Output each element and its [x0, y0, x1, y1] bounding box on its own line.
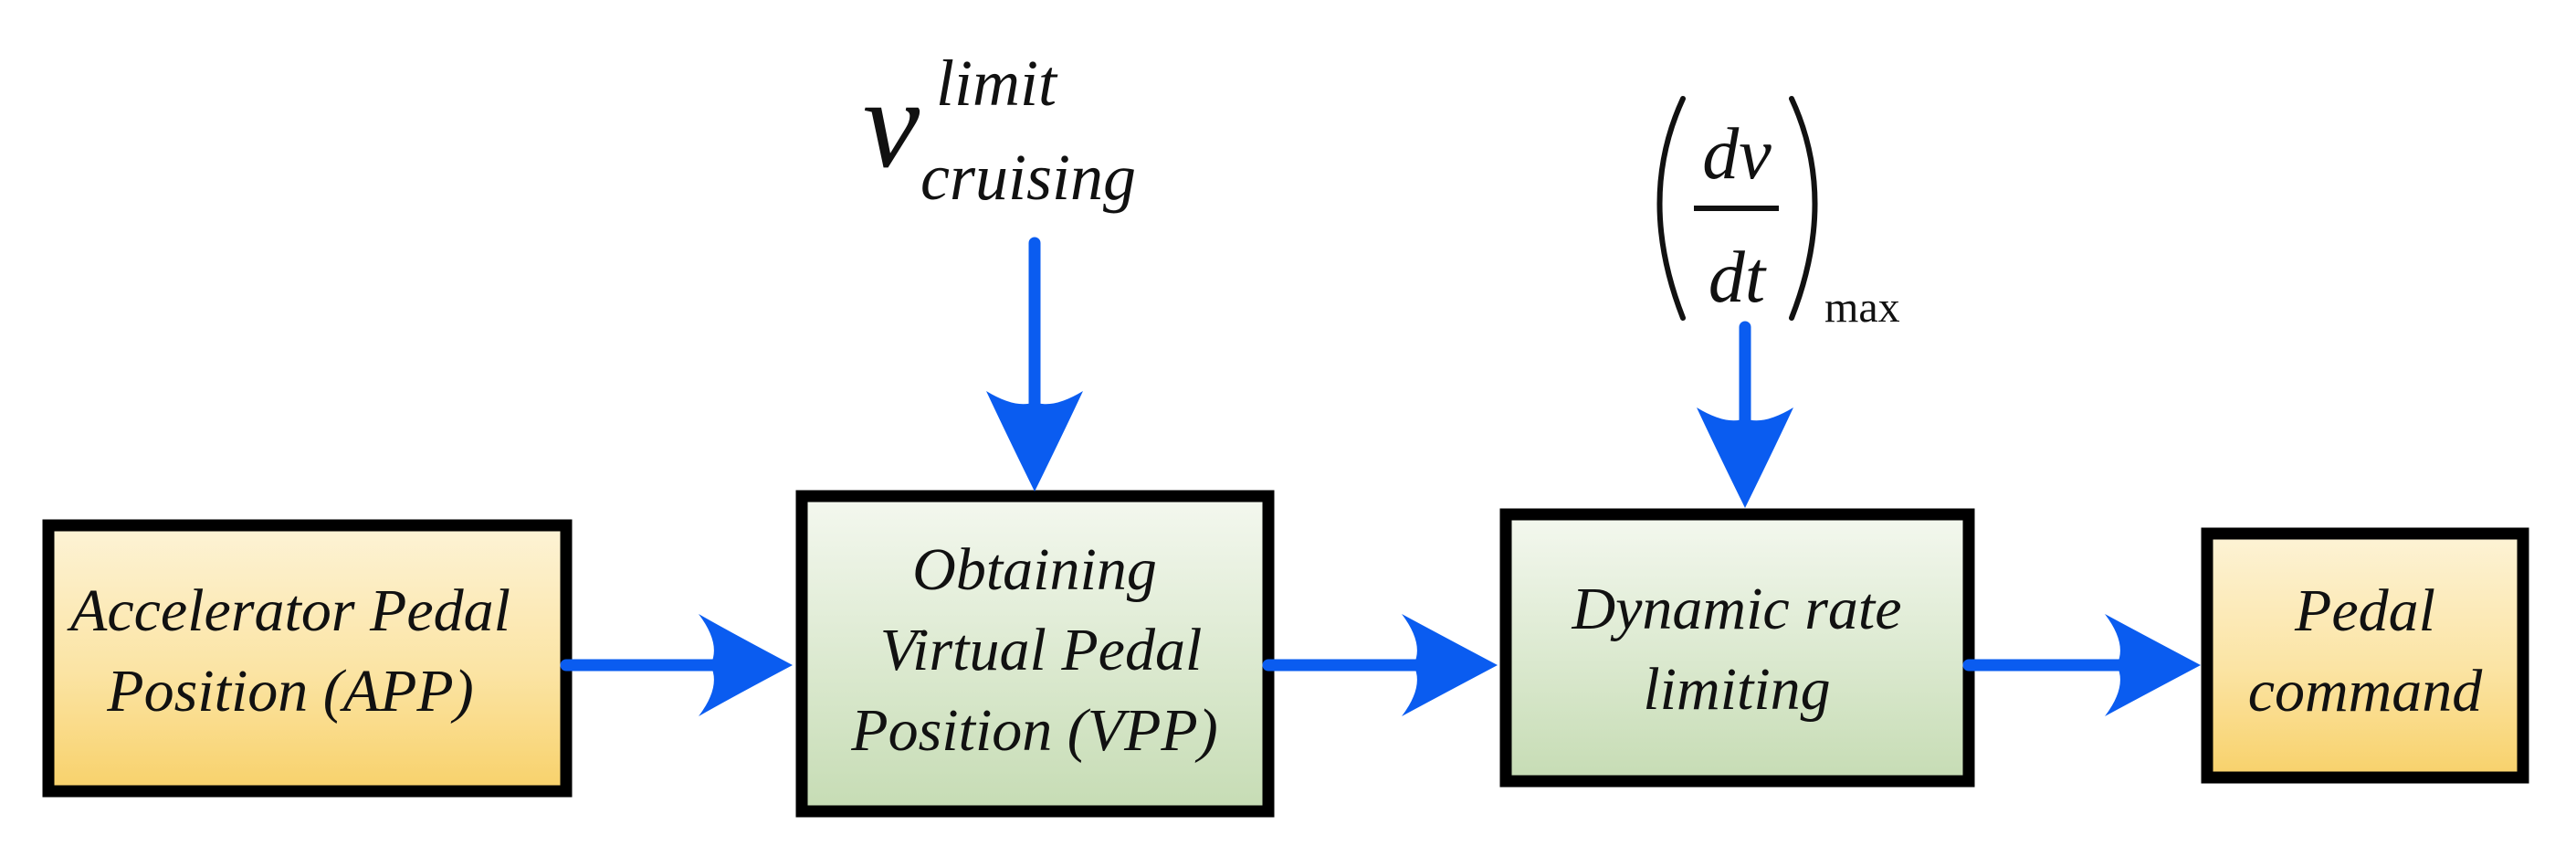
- arrow-max-rate-input: [1697, 321, 1793, 508]
- block-command-label-line1: Pedal: [2294, 577, 2435, 644]
- max-rate-symbol: dv dt max: [1656, 96, 1900, 332]
- arrow-rate-to-command: [1962, 614, 2201, 716]
- arrow-app-to-vpp: [560, 614, 793, 716]
- max-rate-denominator: dt: [1709, 238, 1767, 318]
- arrow-speed-limit-input: [986, 237, 1083, 492]
- block-command-label-line2: command: [2248, 658, 2484, 725]
- speed-limit-main-symbol: v: [863, 53, 920, 195]
- block-vpp-label-line3: Position (VPP): [850, 697, 1217, 764]
- block-pedal-command: Pedal command: [2201, 527, 2529, 784]
- block-vpp: Obtaining Virtual Pedal Position (VPP): [795, 490, 1275, 818]
- speed-limit-symbol: v limit cruising: [863, 47, 1136, 214]
- block-rate-label-line2: limiting: [1643, 656, 1830, 723]
- max-rate-numerator: dv: [1702, 114, 1772, 195]
- block-vpp-label-line1: Obtaining: [912, 536, 1157, 603]
- block-vpp-label-line2: Virtual Pedal: [880, 617, 1203, 683]
- speed-limit-subscript: cruising: [920, 141, 1136, 214]
- speed-limit-superscript: limit: [936, 47, 1058, 120]
- right-parenthesis: [1789, 96, 1818, 321]
- block-rate-limiting: Dynamic rate limiting: [1499, 508, 1975, 788]
- block-rate-label-line1: Dynamic rate: [1571, 576, 1901, 642]
- block-app-label-line2: Position (APP): [106, 658, 473, 725]
- block-app: Accelerator Pedal Position (APP): [42, 519, 573, 798]
- arrow-vpp-to-rate: [1262, 614, 1498, 716]
- block-app-label-line1: Accelerator Pedal: [67, 577, 510, 644]
- max-rate-subscript: max: [1824, 283, 1900, 332]
- left-parenthesis: [1656, 96, 1686, 321]
